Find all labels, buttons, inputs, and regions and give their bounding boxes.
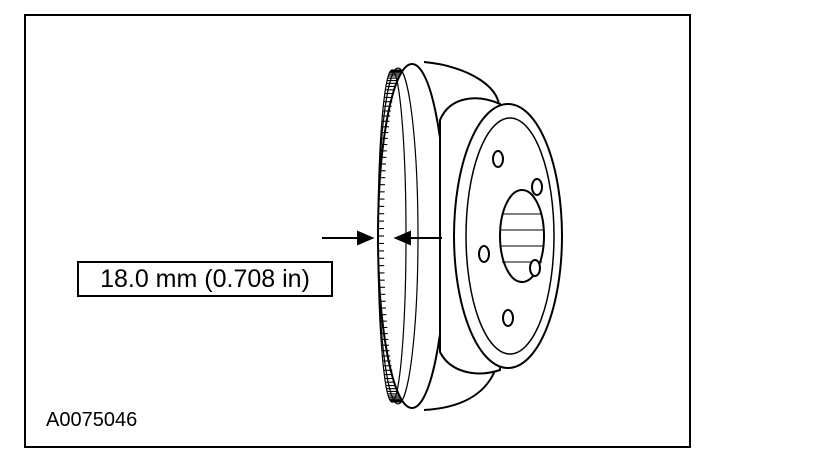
measurement-label: 18.0 mm (0.708 in): [77, 261, 333, 297]
lug-hole: [502, 309, 514, 327]
lug-hole: [529, 259, 541, 277]
arrow-head-left: [393, 230, 411, 246]
lug-hole: [492, 150, 504, 168]
lug-hole: [531, 178, 543, 196]
lug-hole: [478, 245, 490, 263]
arrow-head-right: [357, 230, 375, 246]
rotor-vent-lines: [378, 69, 404, 403]
center-bore: [499, 189, 545, 283]
thickness-arrows: [322, 230, 442, 246]
lug-holes: [478, 150, 543, 327]
figure-id: A0075046: [46, 409, 138, 431]
hub-face-inner: [465, 117, 555, 355]
